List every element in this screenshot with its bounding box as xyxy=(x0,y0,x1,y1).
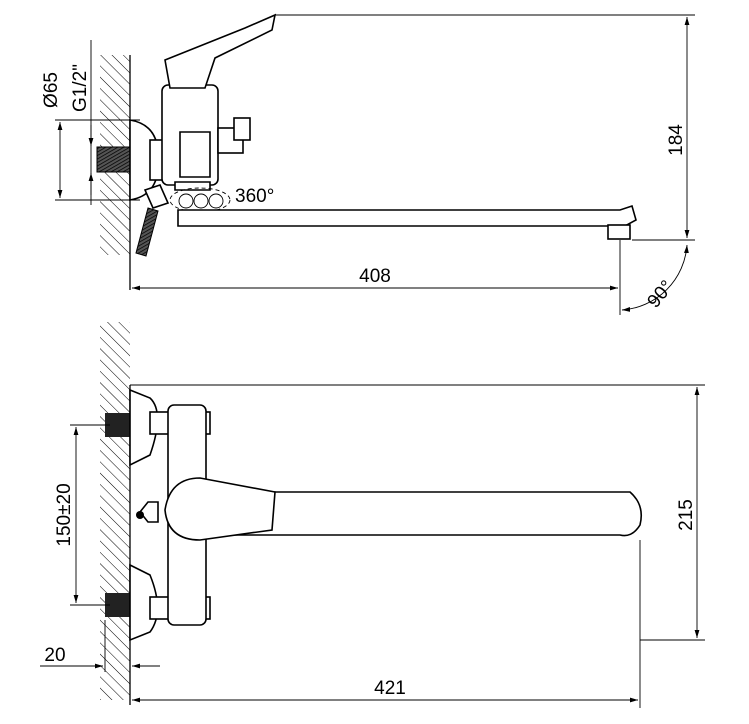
length-label: 421 xyxy=(374,678,406,699)
wall-hatch xyxy=(100,322,130,700)
hose-outlet xyxy=(138,501,159,523)
spout xyxy=(177,204,637,227)
inlet-thread xyxy=(96,146,131,173)
diverter-tab xyxy=(233,117,251,141)
inlet-spacing-label: 150±20 xyxy=(54,483,75,546)
side-view: 360° 184 408 90° Ø65 G1/2" xyxy=(41,13,695,315)
height-label: 184 xyxy=(666,124,687,156)
hose-connector xyxy=(135,207,159,257)
height-label: 215 xyxy=(676,499,697,531)
spout xyxy=(189,491,643,537)
diverter xyxy=(179,131,211,178)
angle-arc xyxy=(621,244,689,312)
thread-label: G1/2" xyxy=(70,64,91,112)
lever-handle xyxy=(164,13,277,89)
swivel-ring xyxy=(174,181,211,191)
outlet-cap xyxy=(136,511,144,519)
diameter-label: Ø65 xyxy=(41,72,62,108)
length-label: 408 xyxy=(359,266,391,287)
front-view: 150±20 215 20 421 xyxy=(40,322,705,708)
offset-label: 20 xyxy=(44,645,65,666)
rotation-label: 360° xyxy=(235,186,274,207)
swivel-balls xyxy=(169,187,231,213)
lever-handle xyxy=(164,477,276,541)
hose-nut xyxy=(143,184,170,209)
aerator xyxy=(607,224,631,240)
